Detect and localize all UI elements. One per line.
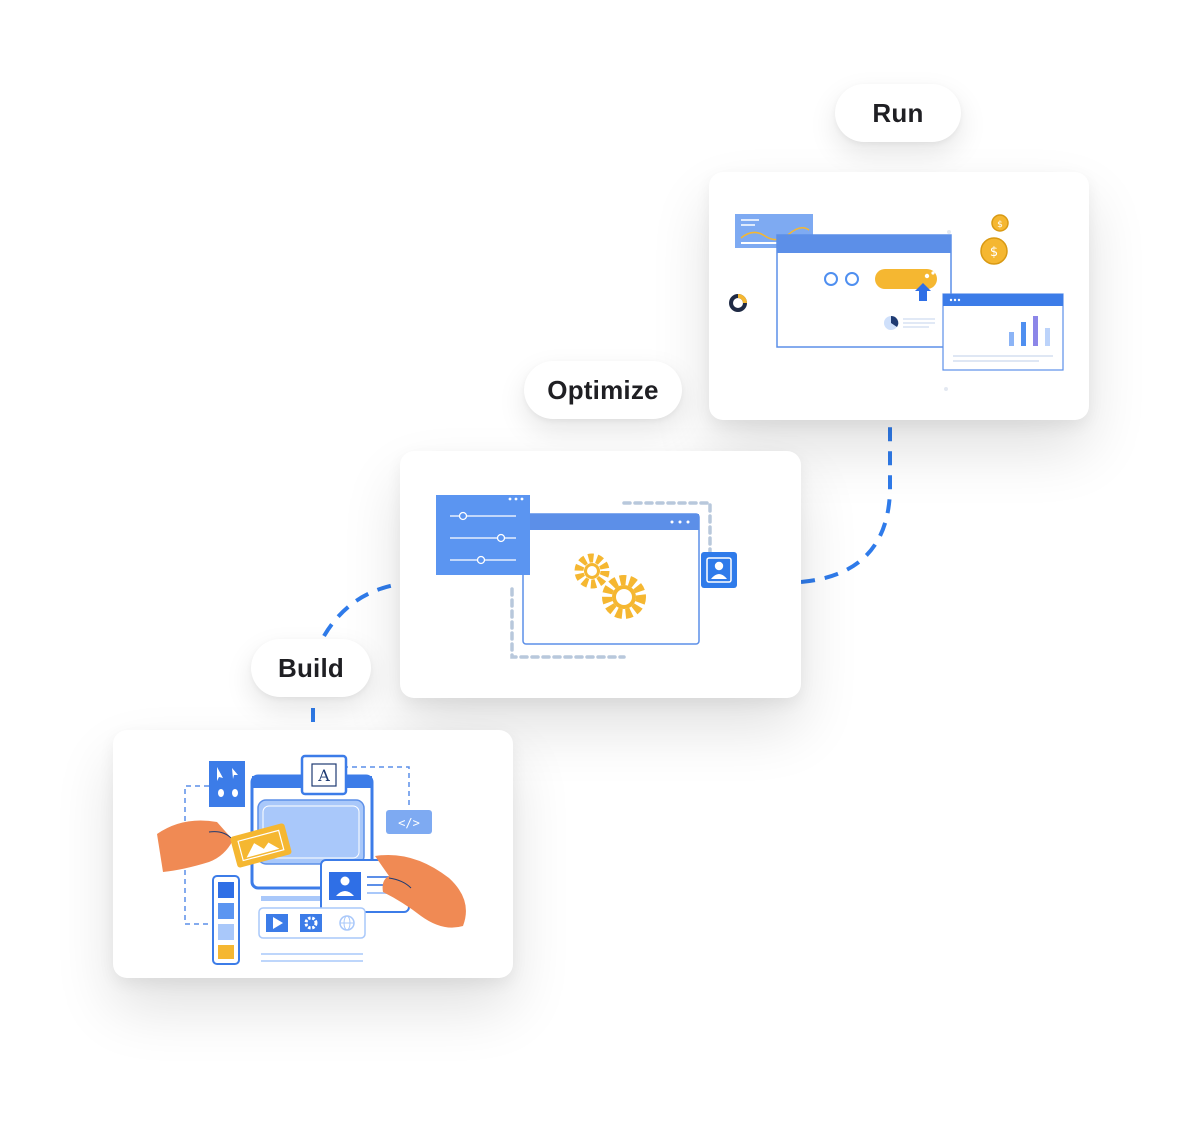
cursor-arrow-icon (209, 761, 245, 807)
right-hand (375, 854, 466, 928)
svg-text:$: $ (997, 220, 1003, 230)
run-step-label: Run (835, 84, 961, 142)
bar-chart-window (942, 293, 1064, 371)
svg-text:$: $ (990, 245, 998, 260)
toggle-button (875, 269, 937, 289)
gear-icon (602, 575, 646, 619)
connector-build-to-optimize-arc (322, 582, 401, 638)
slider-icon (450, 511, 516, 565)
run-illustration: $ $ (729, 214, 1064, 391)
svg-text:</>: </> (398, 816, 420, 830)
run-step-text: Run (872, 97, 924, 128)
media-toolbar (258, 907, 366, 939)
donut-chart-icon (729, 294, 747, 312)
image-icon (230, 823, 292, 868)
slider-panel (436, 495, 530, 575)
gear-icon (574, 553, 610, 589)
text-tool-icon: A (300, 754, 348, 796)
build-step-text: Build (278, 652, 344, 683)
main-dashboard-window (776, 234, 952, 348)
optimize-illustration (436, 495, 737, 659)
cursor-arrow-icon (915, 283, 931, 301)
build-step-label: Build (251, 639, 371, 697)
gear-icon (300, 914, 322, 932)
run-step-card: $ $ (709, 172, 1089, 420)
optimize-step-label: Optimize (524, 361, 682, 419)
left-hand (157, 820, 233, 872)
code-icon: </> (386, 810, 432, 834)
build-illustration: A </> (157, 754, 466, 965)
optimize-step-card (400, 451, 801, 698)
bar-chart-icon (1009, 316, 1050, 346)
dollar-coin-icon: $ $ (980, 214, 1009, 265)
optimize-step-text: Optimize (547, 374, 659, 405)
globe-icon (339, 915, 355, 931)
connector-optimize-to-run (800, 418, 892, 584)
loading-ring-icon (824, 272, 838, 286)
color-swatch-strip (212, 875, 240, 965)
user-icon (701, 552, 737, 588)
settings-window (522, 513, 700, 645)
svg-text:A: A (317, 766, 330, 785)
build-step-card: A </> (113, 730, 513, 978)
play-icon (266, 914, 288, 932)
